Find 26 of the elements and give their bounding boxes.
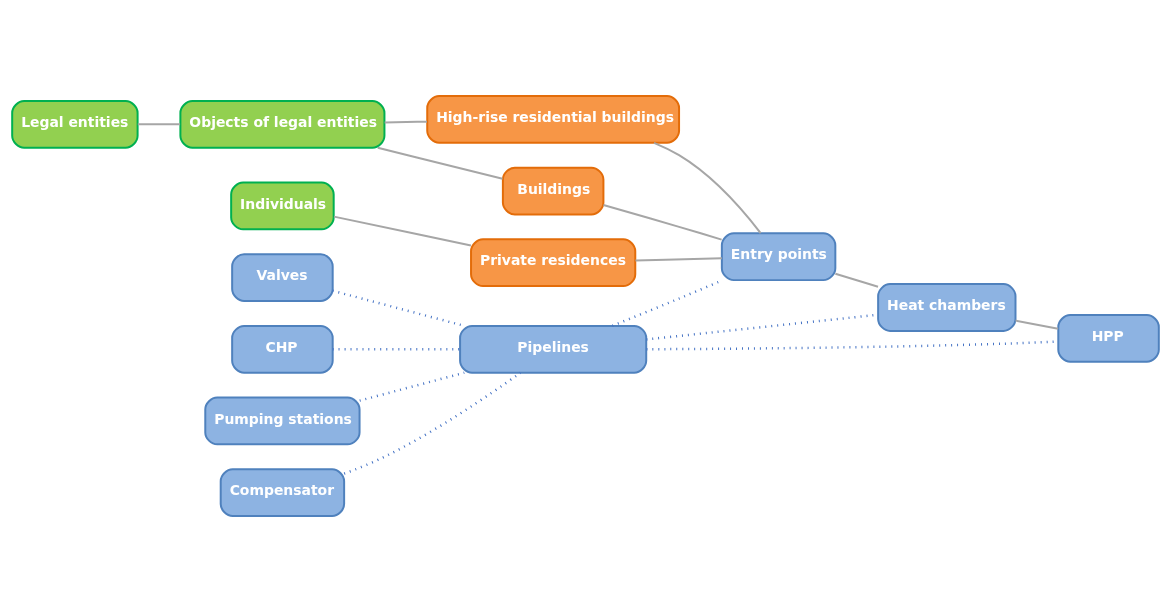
connector [136, 123, 182, 126]
node-box: Legal entities [11, 99, 139, 149]
node-box: HPP [1057, 313, 1160, 363]
node-box: Private residences [470, 238, 637, 288]
connector [359, 371, 465, 402]
node-box: Entry points [720, 232, 837, 282]
connector [383, 120, 428, 124]
node-box: Buildings [501, 166, 605, 216]
node-box: Pipelines [459, 324, 648, 374]
connector [634, 257, 723, 262]
node-box: Compensator [219, 468, 346, 517]
connector [1014, 319, 1060, 330]
node-box: Objects of legal entities [179, 99, 386, 149]
node-box: Valves [231, 253, 334, 302]
node-box: Individuals [230, 181, 335, 231]
node-box: Pumping stations [204, 396, 361, 446]
connector [332, 348, 460, 351]
node-box: Heat chambers [877, 283, 1017, 332]
connector [602, 204, 723, 241]
connector [834, 272, 880, 288]
connector [376, 146, 504, 180]
node-box: CHP [231, 324, 334, 374]
connector [343, 371, 522, 475]
node-box: High-rise residential buildings [426, 95, 681, 144]
connector [653, 141, 762, 235]
connector [332, 215, 472, 247]
